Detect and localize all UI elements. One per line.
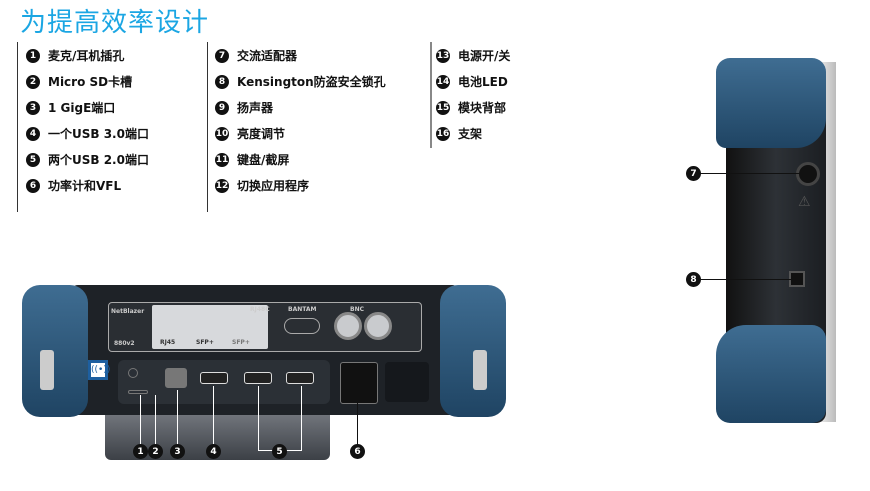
number-badge: 16 — [436, 126, 450, 141]
port-label-rj45: RJ45 — [160, 339, 176, 346]
port-label-bantam: BANTAM — [288, 306, 317, 313]
callout-badge: 7 — [686, 166, 701, 181]
number-badge: 15 — [436, 100, 450, 115]
wifi-icon: ((•)) — [88, 360, 110, 380]
feature-label: Kensington防盗安全锁孔 — [237, 75, 386, 89]
number-badge: 2 — [26, 74, 40, 89]
number-badge: 10 — [215, 126, 229, 141]
module-insert — [152, 305, 268, 349]
feature-label: 模块背部 — [458, 101, 507, 115]
number-badge: 12 — [215, 178, 229, 193]
feature-item: 7 交流适配器 — [215, 47, 297, 64]
port-label-rj48c: RJ48C — [250, 306, 270, 313]
feature-item: 15 模块背部 — [436, 99, 506, 116]
feature-item: 3 1 GigE端口 — [26, 99, 115, 116]
usb2-port-2 — [286, 372, 314, 384]
number-badge: 1 — [26, 48, 40, 63]
bantam-jack — [284, 318, 320, 334]
feature-item: 16 支架 — [436, 125, 482, 142]
number-badge: 5 — [26, 152, 40, 167]
feature-item: 11 键盘/截屏 — [215, 151, 289, 168]
callout-line — [700, 173, 800, 174]
feature-item: 13 电源开/关 — [436, 47, 510, 64]
callout-badge: 2 — [148, 444, 163, 459]
side-bumper-bottom — [716, 325, 826, 423]
feature-label: 亮度调节 — [237, 127, 286, 141]
feature-label: 键盘/截屏 — [237, 153, 290, 167]
feature-label: 电源开/关 — [458, 49, 511, 63]
ac-adapter-port — [796, 162, 820, 186]
feature-label: 1 GigE端口 — [48, 101, 116, 115]
bnc-connector — [364, 312, 392, 340]
callout-line — [155, 395, 156, 450]
usb3-port — [200, 372, 228, 384]
feature-item: 12 切换应用程序 — [215, 177, 309, 194]
number-badge: 7 — [215, 48, 229, 63]
microsd-slot — [128, 390, 148, 394]
feature-label: 支架 — [458, 127, 483, 141]
number-badge: 14 — [436, 74, 450, 89]
ac-adapter-cover — [385, 362, 429, 402]
number-badge: 6 — [26, 178, 40, 193]
number-badge: 11 — [215, 152, 229, 167]
bnc-connector — [334, 312, 362, 340]
feature-item: 14 电池LED — [436, 73, 508, 90]
port-label-sfp1: SFP+ — [196, 339, 214, 346]
feature-item: 2 Micro SD卡槽 — [26, 73, 132, 90]
gige-port — [165, 368, 187, 388]
number-badge: 4 — [26, 126, 40, 141]
warning-icon: ⚠ — [798, 194, 811, 210]
callout-badge: 4 — [206, 444, 221, 459]
left-latch — [40, 350, 54, 390]
feature-item: 1 麦克/耳机插孔 — [26, 47, 124, 64]
feature-label: 交流适配器 — [237, 49, 298, 63]
feature-column-3 — [430, 42, 432, 148]
model-label: 880v2 — [114, 340, 135, 347]
callout-badge: 1 — [133, 444, 148, 459]
feature-label: 麦克/耳机插孔 — [48, 49, 125, 63]
port-label-sfp2: SFP+ — [232, 339, 250, 346]
callout-badge: 3 — [170, 444, 185, 459]
brand-label: NetBlazer — [111, 308, 145, 315]
callout-line — [700, 279, 792, 280]
side-bumper-top — [716, 58, 826, 148]
feature-label: 切换应用程序 — [237, 179, 310, 193]
feature-item: 9 扬声器 — [215, 99, 273, 116]
callout-line — [213, 386, 214, 446]
callout-badge: 5 — [272, 444, 287, 459]
usb2-port-1 — [244, 372, 272, 384]
feature-label: 一个USB 3.0端口 — [48, 127, 149, 141]
feature-item: 10 亮度调节 — [215, 125, 285, 142]
feature-item: 4 一个USB 3.0端口 — [26, 125, 149, 142]
feature-column-1 — [17, 42, 18, 212]
feature-item: 5 两个USB 2.0端口 — [26, 151, 149, 168]
feature-label: 电池LED — [458, 75, 508, 89]
port-label-bnc: BNC — [350, 306, 364, 313]
callout-line — [357, 395, 358, 450]
audio-jack — [128, 368, 138, 378]
feature-label: 两个USB 2.0端口 — [48, 153, 149, 167]
callout-badge: 6 — [350, 444, 365, 459]
number-badge: 3 — [26, 100, 40, 115]
page-title: 为提高效率设计 — [20, 8, 210, 38]
feature-label: 功率计和VFL — [48, 179, 122, 193]
left-bumper — [22, 285, 88, 417]
number-badge: 13 — [436, 48, 450, 63]
right-latch — [473, 350, 487, 390]
callout-line — [140, 395, 141, 450]
feature-label: Micro SD卡槽 — [48, 75, 133, 89]
feature-item: 6 功率计和VFL — [26, 177, 121, 194]
callout-badge: 8 — [686, 272, 701, 287]
feature-column-2 — [207, 42, 208, 212]
power-meter-vfl — [340, 362, 378, 404]
callout-line — [258, 386, 302, 451]
feature-label: 扬声器 — [237, 101, 274, 115]
feature-item: 8 Kensington防盗安全锁孔 — [215, 73, 386, 90]
callout-line — [177, 390, 178, 450]
number-badge: 9 — [215, 100, 229, 115]
number-badge: 8 — [215, 74, 229, 89]
